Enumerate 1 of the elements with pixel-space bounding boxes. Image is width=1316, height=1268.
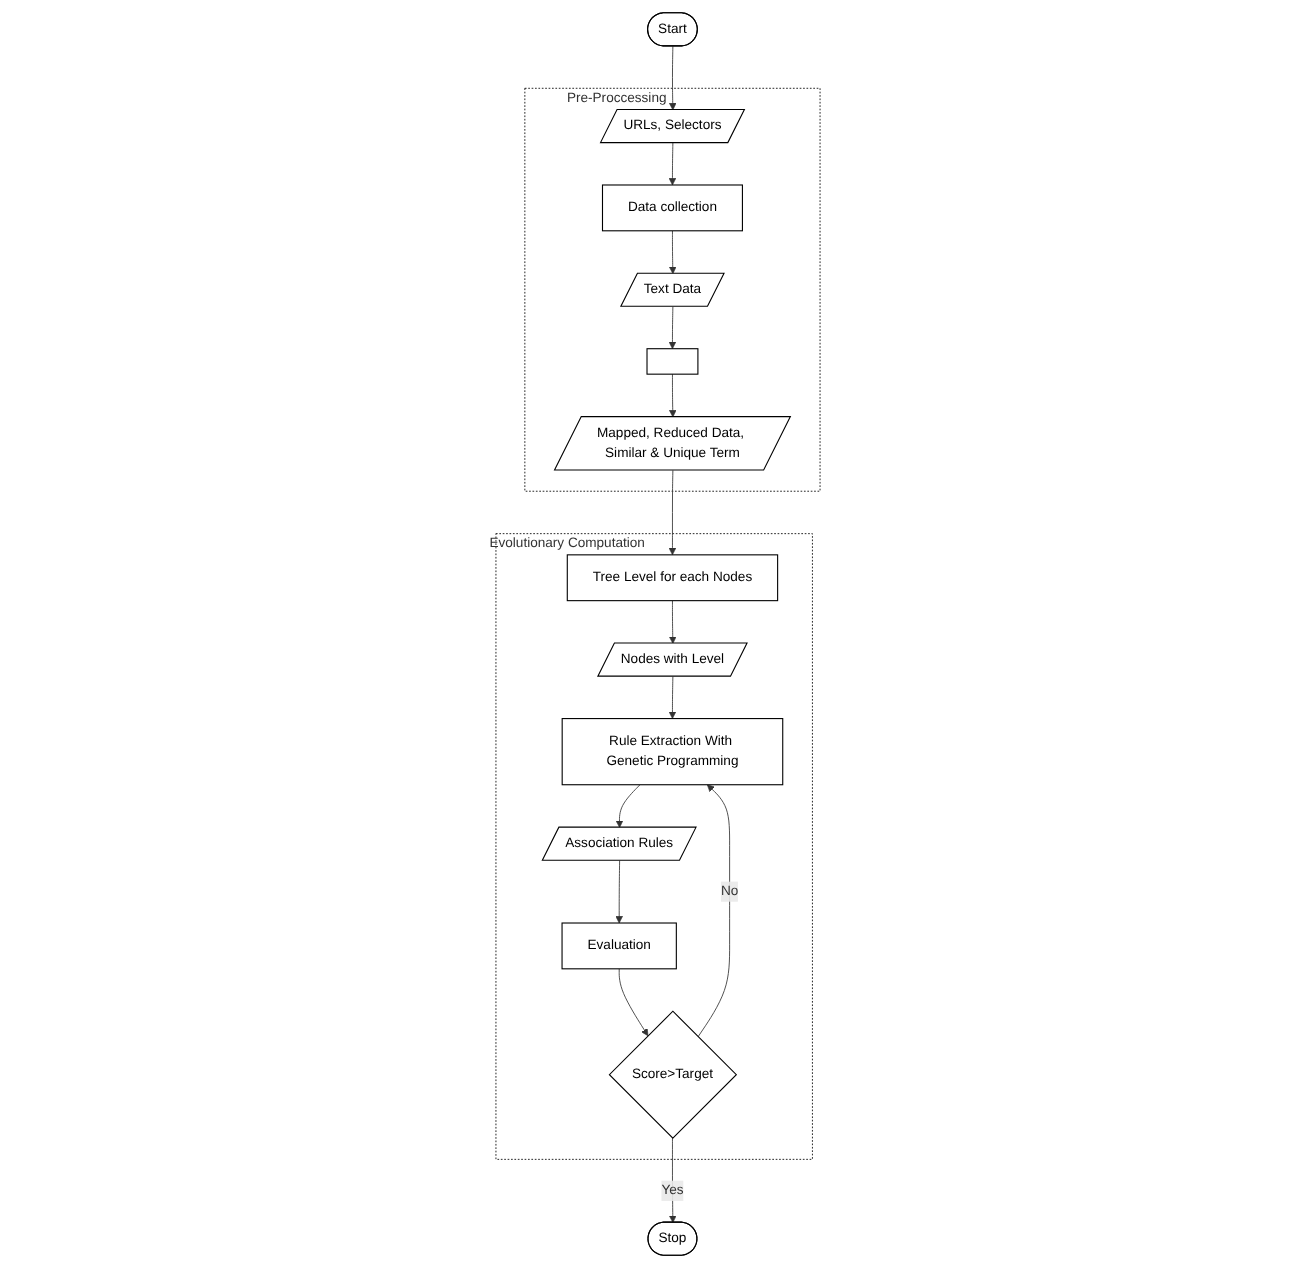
node-box [646, 348, 699, 375]
